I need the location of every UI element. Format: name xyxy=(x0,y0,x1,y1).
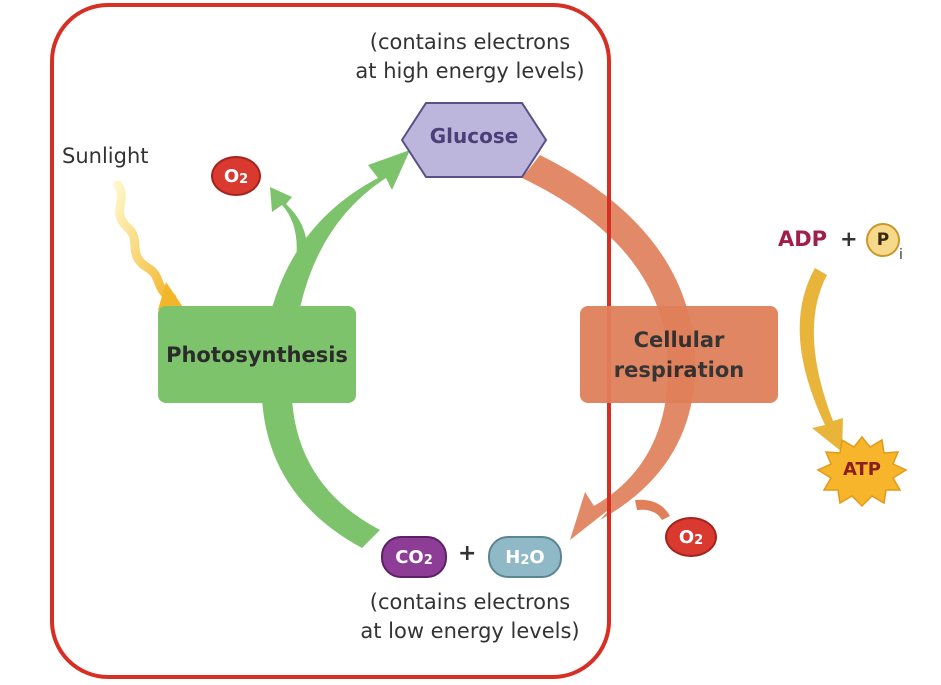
oxygen-intake-arrow xyxy=(635,499,670,520)
oxygen-intake-symbol: O xyxy=(678,526,695,548)
oxygen-released-symbol: O xyxy=(223,165,240,187)
cellular-respiration-label-line2: respiration xyxy=(613,357,745,382)
photosynthesis-box: Photosynthesis xyxy=(158,306,356,403)
water-symbol-o: O xyxy=(529,546,545,568)
products-energy-note-line2: at low energy levels) xyxy=(360,619,580,643)
products-energy-note-line1: (contains electrons xyxy=(369,590,571,614)
oxygen-intake-subscript: 2 xyxy=(694,532,704,548)
respiration-arrow xyxy=(522,155,696,540)
glucose-energy-note-line2: at high energy levels) xyxy=(355,59,585,83)
glucose-energy-note-line1: (contains electrons xyxy=(369,30,571,54)
glucose-energy-note: (contains electrons at high energy level… xyxy=(355,28,585,86)
oxygen-released-subscript: 2 xyxy=(239,171,249,187)
water-symbol-h: H xyxy=(505,546,521,568)
sunlight-ray xyxy=(113,180,177,303)
adp-label: ADP xyxy=(778,227,828,251)
atp-label: ATP xyxy=(842,459,881,480)
water-subscript: 2 xyxy=(520,552,530,568)
atp-starburst xyxy=(816,435,908,508)
oxygen-release-arrow xyxy=(270,187,308,262)
phosphate-subscript: i xyxy=(899,247,903,263)
phosphate-symbol: P xyxy=(876,230,890,250)
products-energy-note: (contains electrons at low energy levels… xyxy=(355,588,585,646)
cellular-respiration-label-line1: Cellular xyxy=(633,327,725,352)
glucose-hexagon xyxy=(400,102,548,178)
carbon-dioxide-subscript: 2 xyxy=(423,552,433,568)
phosphate-molecule: P xyxy=(866,223,900,257)
adp-plus-sign: + xyxy=(840,227,858,251)
reactants-plus-sign: + xyxy=(458,541,477,566)
glucose-label: Glucose xyxy=(429,124,519,148)
photosynthesis-label: Photosynthesis xyxy=(166,342,348,367)
carbon-dioxide-symbol: CO xyxy=(395,546,424,568)
sunlight-label: Sunlight xyxy=(62,144,149,168)
cellular-respiration-box: Cellular respiration xyxy=(580,306,778,403)
atp-arrow xyxy=(799,268,843,452)
